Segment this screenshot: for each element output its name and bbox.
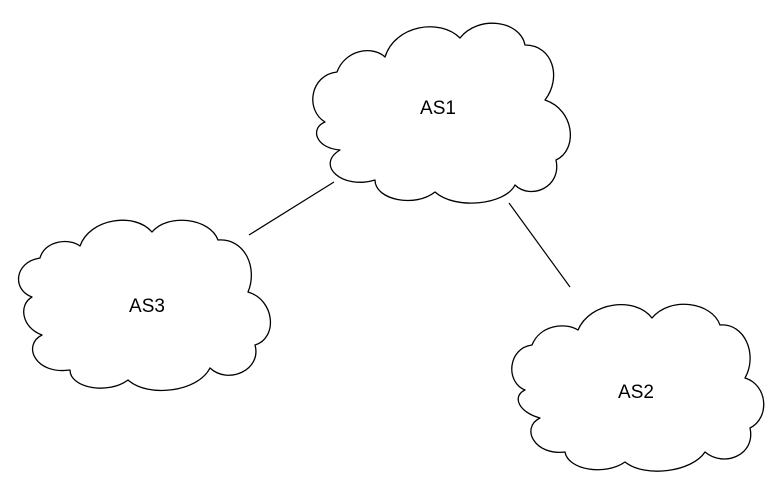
cloud-shape-as1 (312, 22, 571, 204)
link-as1-as3 (248, 181, 335, 236)
cloud-label-as1: AS1 (420, 98, 456, 119)
cloud-node-as3[interactable]: AS3 (17, 219, 271, 392)
cloud-node-as1[interactable]: AS1 (312, 22, 571, 204)
cloud-shape-as2 (511, 303, 765, 472)
cloud-shape-as3 (17, 219, 271, 392)
link-as1-as2 (508, 202, 571, 288)
cloud-label-as2: AS2 (618, 382, 654, 403)
cloud-node-as2[interactable]: AS2 (511, 303, 765, 472)
cloud-label-as3: AS3 (129, 296, 165, 317)
